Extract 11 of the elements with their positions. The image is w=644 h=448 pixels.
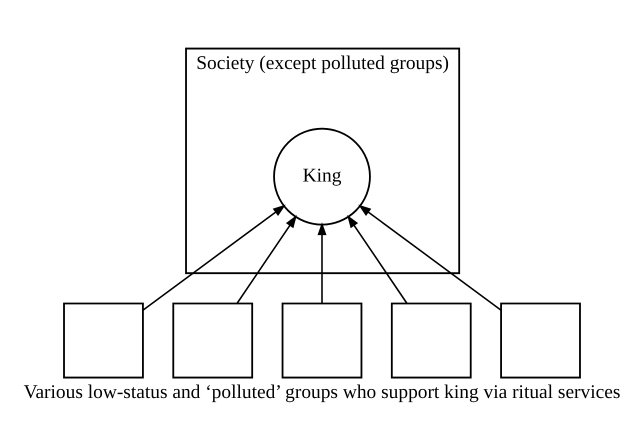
node-box [63, 302, 144, 378]
arrow [317, 222, 327, 304]
node-box [390, 302, 472, 378]
arrow [358, 204, 502, 311]
node-box [172, 302, 254, 378]
arrow [347, 215, 408, 304]
arrow [236, 215, 297, 304]
node-box [500, 302, 581, 378]
arrow [142, 204, 286, 311]
node-box [282, 302, 362, 378]
caption: Various low-status and ‘polluted’ groups who support king via ritual services [24, 382, 620, 403]
